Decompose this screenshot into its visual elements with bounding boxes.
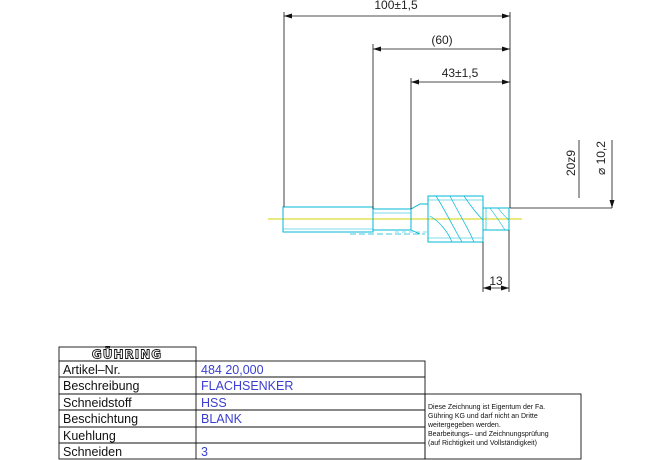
notice-line-4: Bearbeitungs– und Zeichnungsprüfung — [428, 431, 549, 438]
notice-line-1: Diese Zeichnung ist Eigentum der Fa. — [428, 404, 545, 411]
row-label-beschreibung: Beschreibung — [63, 379, 139, 393]
title-block — [58, 346, 582, 460]
notice-line-3: weitergegeben werden. — [427, 422, 501, 429]
dimension-lines — [283, 12, 615, 292]
notice-line-2: Gühring KG und darf nicht an Dritte — [428, 413, 538, 420]
dim-overall-length: 100±1,5 — [374, 0, 418, 12]
row-label-kuehlung: Kuehlung — [63, 429, 116, 443]
dim-diameter: ⌀ 10,2 — [594, 141, 608, 175]
row-value-beschichtung: BLANK — [201, 412, 243, 426]
row-value-beschreibung: FLACHSENKER — [201, 379, 293, 393]
row-label-schneiden: Schneiden — [63, 445, 122, 459]
ownership-notice: Diese Zeichnung ist Eigentum der Fa. Güh… — [427, 404, 549, 447]
title-block-rows: Artikel–Nr. 484 20,000 Beschreibung FLAC… — [63, 363, 293, 459]
dim-shank-tolerance: 20z9 — [564, 150, 578, 176]
notice-line-5: (auf Richtigkeit und Vollständigkeit) — [428, 440, 537, 447]
tool-outline — [282, 195, 510, 243]
guehring-logo: GÜHRING — [92, 347, 162, 362]
dim-flute-length: 43±1,5 — [442, 66, 479, 80]
dim-tip-length: 13 — [489, 274, 503, 288]
row-value-schneiden: 3 — [201, 445, 208, 459]
row-label-schneidstoff: Schneidstoff — [63, 396, 132, 410]
row-value-artikel: 484 20,000 — [201, 363, 264, 377]
dim-reference-length: (60) — [431, 33, 452, 47]
row-value-schneidstoff: HSS — [201, 396, 227, 410]
row-label-artikel: Artikel–Nr. — [63, 363, 121, 377]
row-label-beschichtung: Beschichtung — [63, 412, 138, 426]
